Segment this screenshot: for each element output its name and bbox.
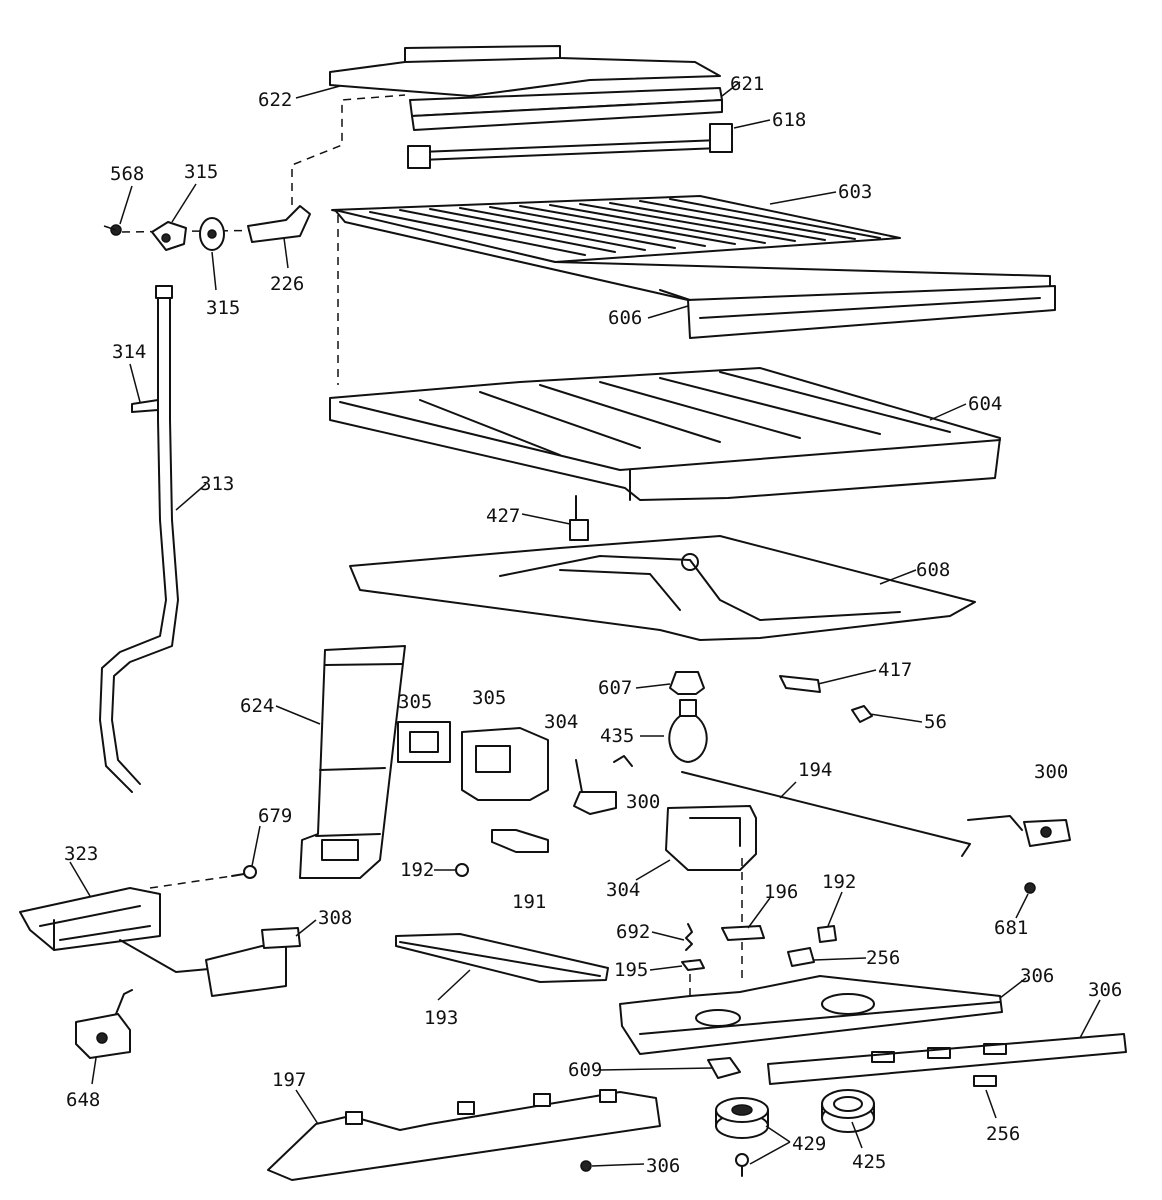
label-191: 191	[512, 891, 546, 913]
part-609-latch	[707, 1057, 741, 1079]
label-435: 435	[600, 725, 634, 747]
label-622: 622	[258, 89, 292, 111]
part-306-control-housing	[619, 975, 1003, 1055]
label-417: 417	[878, 659, 912, 681]
label-603: 603	[838, 181, 872, 203]
part-197-base	[267, 1089, 661, 1181]
label-306-strip: 306	[1088, 979, 1122, 1001]
part-192-knob	[817, 925, 837, 943]
part-323-housing	[19, 887, 161, 951]
label-308: 308	[318, 907, 352, 929]
label-306-housing: 306	[1020, 965, 1054, 987]
part-624-bracket	[299, 645, 406, 879]
part-435-bulb	[668, 699, 708, 763]
part-608-pan	[349, 535, 976, 641]
label-195: 195	[614, 959, 648, 981]
label-305-frame: 305	[398, 691, 432, 713]
part-305-housing	[461, 727, 549, 801]
part-300-spring	[613, 755, 633, 767]
part-256-knob	[787, 947, 815, 967]
label-197: 197	[272, 1069, 306, 1091]
label-56: 56	[924, 711, 947, 733]
label-256-knob: 256	[866, 947, 900, 969]
label-192-nut: 192	[400, 859, 434, 881]
part-304-box	[665, 805, 757, 871]
part-194-rod	[681, 771, 971, 857]
part-191-bracket	[491, 829, 549, 853]
part-314-clip	[131, 399, 159, 413]
label-192-knob: 192	[822, 871, 856, 893]
part-256-small	[973, 1075, 997, 1087]
part-300-thermostat	[967, 815, 1071, 847]
part-195-clip	[681, 959, 705, 971]
part-196-plate	[721, 925, 765, 941]
label-196: 196	[764, 881, 798, 903]
label-648: 648	[66, 1089, 100, 1111]
part-622-cover	[329, 45, 721, 97]
part-193-rail	[395, 933, 609, 983]
part-429-pulley	[715, 1097, 769, 1177]
label-315-top: 315	[184, 161, 218, 183]
part-604-frame	[329, 367, 1001, 501]
part-568-screw	[103, 224, 122, 236]
dash-guide-226	[291, 94, 406, 205]
label-609: 609	[568, 1059, 602, 1081]
label-300-spring: 300	[626, 791, 660, 813]
label-608: 608	[916, 559, 950, 581]
label-692: 692	[616, 921, 650, 943]
part-304-lever	[573, 759, 617, 815]
label-226: 226	[270, 273, 304, 295]
leader-lines	[69, 81, 1101, 1167]
part-607-socket	[669, 671, 705, 695]
label-681: 681	[994, 917, 1028, 939]
part-labels: 622 621 618 603 568 315 315 226 606 314 …	[64, 73, 1122, 1177]
label-607: 607	[598, 677, 632, 699]
label-306-base: 306	[646, 1155, 680, 1177]
wire-323-308	[119, 939, 221, 973]
part-427-bracket	[569, 495, 589, 541]
part-192-nut	[455, 863, 469, 877]
label-300-thermostat: 300	[1034, 761, 1068, 783]
part-305-frame	[397, 721, 451, 763]
part-308-bracket	[205, 927, 301, 997]
label-304-box: 304	[606, 879, 640, 901]
label-315-bottom: 315	[206, 297, 240, 319]
part-226-elbow	[247, 205, 311, 243]
label-618: 618	[772, 109, 806, 131]
label-256-small: 256	[986, 1123, 1020, 1145]
label-314: 314	[112, 341, 146, 363]
label-604: 604	[968, 393, 1002, 415]
label-313: 313	[200, 473, 234, 495]
part-56-screw	[851, 705, 873, 723]
part-306-strip	[767, 1033, 1127, 1085]
label-679: 679	[258, 805, 292, 827]
part-606-tray	[334, 209, 1056, 339]
part-315-fitting	[151, 221, 187, 251]
part-621-rail	[409, 87, 723, 131]
label-624: 624	[240, 695, 274, 717]
part-313-tube	[99, 285, 179, 793]
label-606: 606	[608, 307, 642, 329]
label-305-housing: 305	[472, 687, 506, 709]
part-417-switch	[779, 675, 821, 693]
label-429: 429	[792, 1133, 826, 1155]
label-323: 323	[64, 843, 98, 865]
part-679-screw	[149, 865, 257, 889]
part-692-spring	[685, 923, 693, 951]
part-648-motor	[75, 989, 133, 1059]
label-427: 427	[486, 505, 520, 527]
label-568: 568	[110, 163, 144, 185]
label-621: 621	[730, 73, 764, 95]
part-681-screw	[1024, 882, 1036, 894]
part-425-wheel	[821, 1089, 875, 1133]
part-618-rod	[407, 123, 733, 169]
label-194: 194	[798, 759, 832, 781]
label-304-lever: 304	[544, 711, 578, 733]
label-193: 193	[424, 1007, 458, 1029]
part-315-washer	[199, 217, 225, 251]
label-425: 425	[852, 1151, 886, 1173]
